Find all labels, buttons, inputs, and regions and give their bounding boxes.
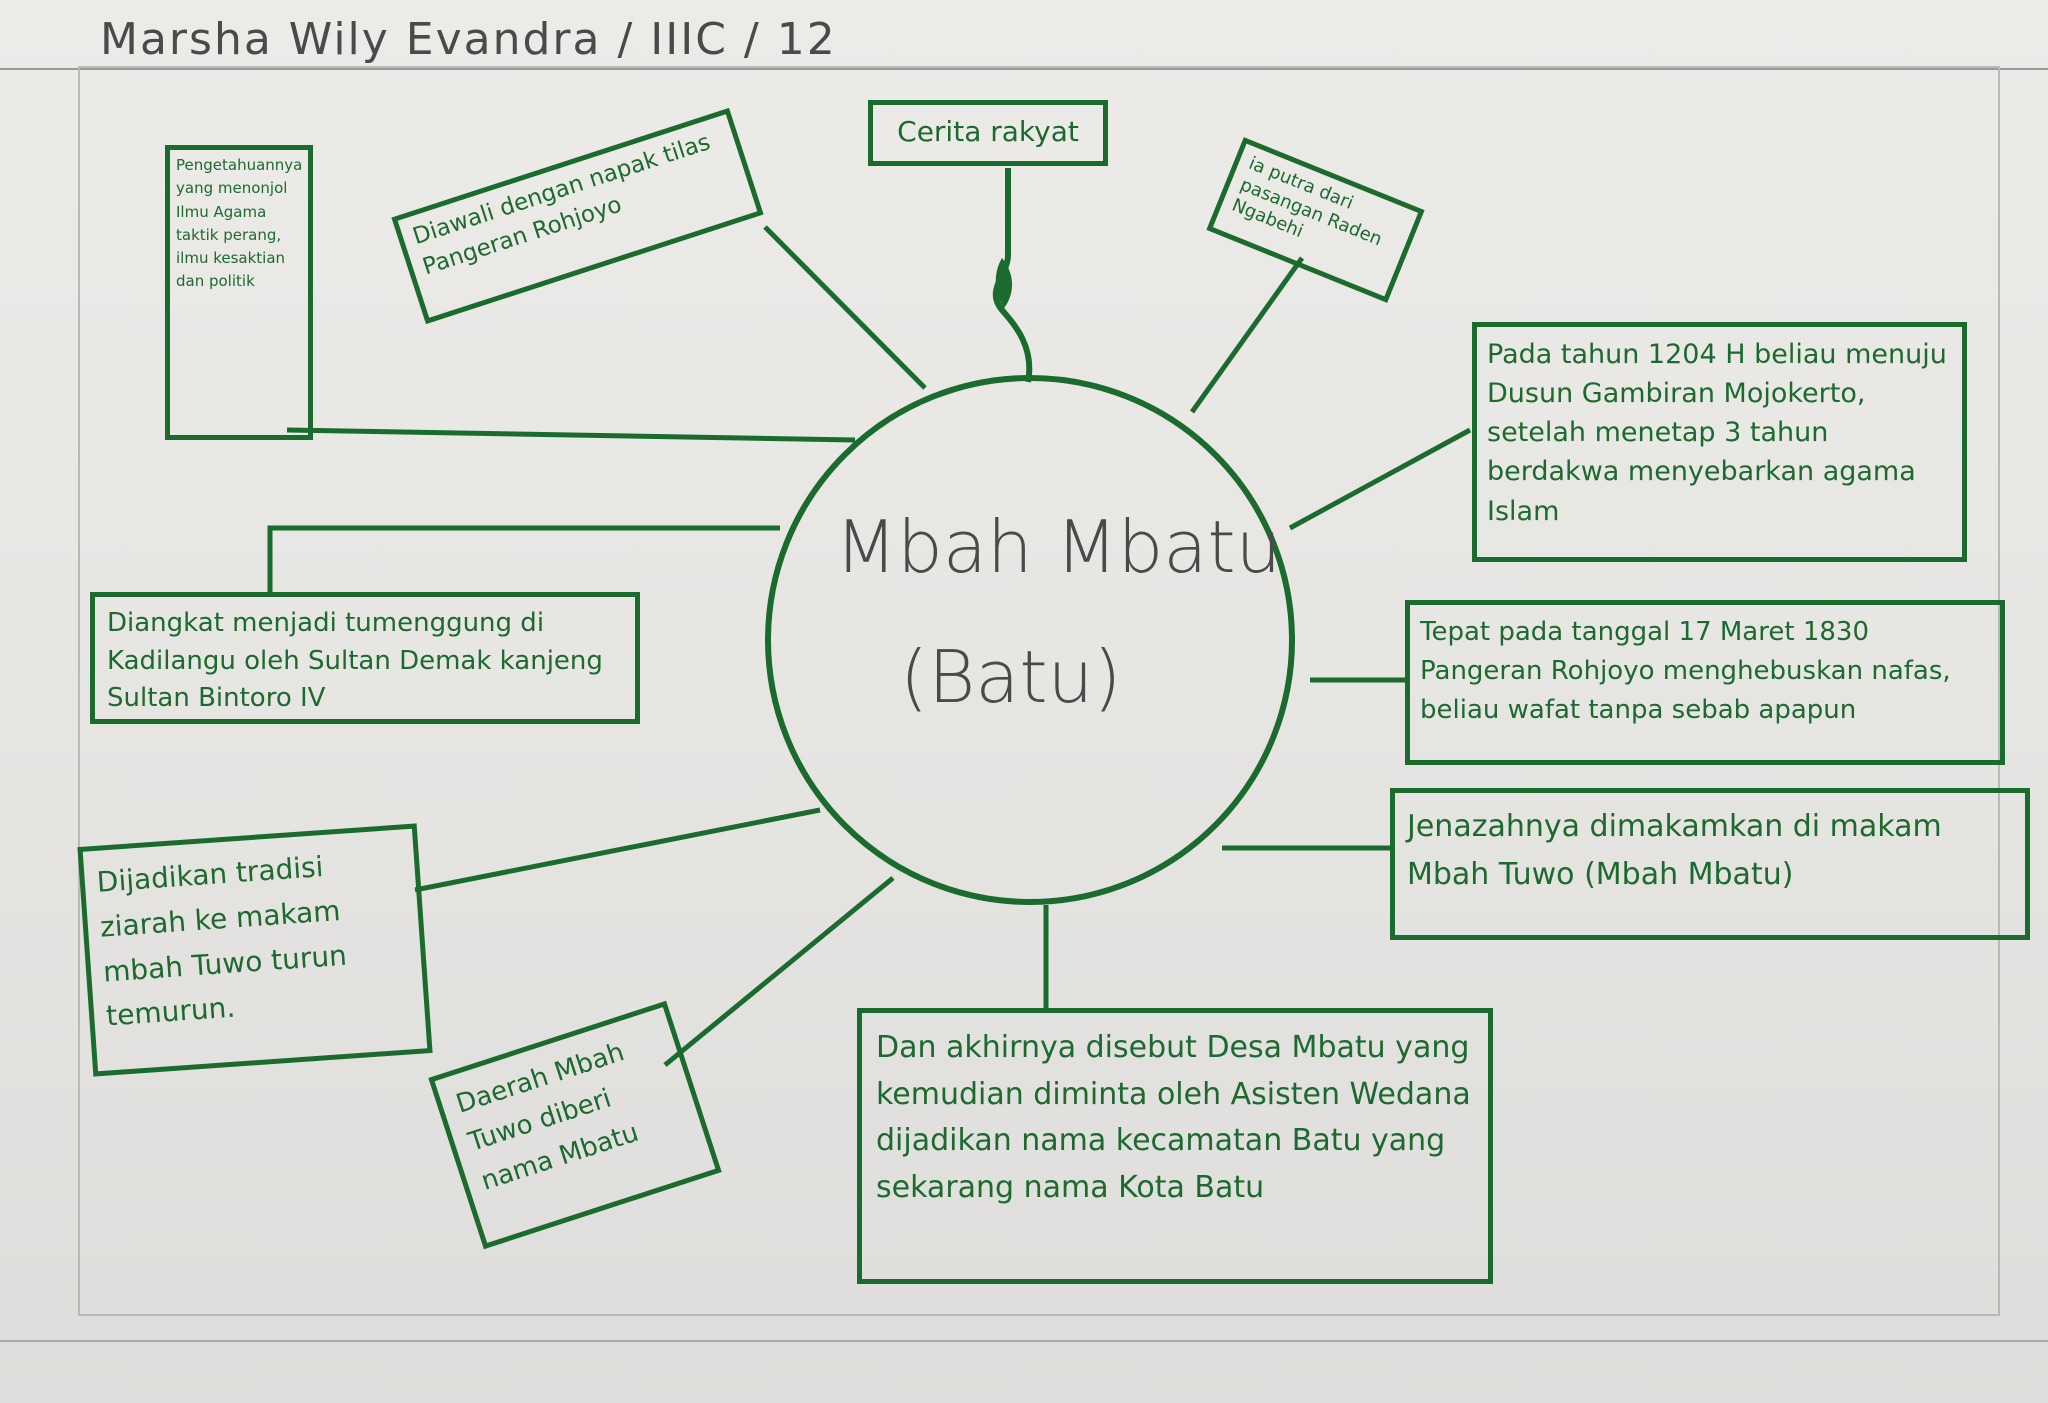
- connector-diangkat: [267, 525, 780, 592]
- bottom-rule: [0, 1340, 2048, 1342]
- connector-pengetahuan: [286, 427, 856, 443]
- author-name: Marsha Wily Evandra / IIIC / 12: [100, 14, 837, 65]
- node-dijadikan: Dijadikan tradisi ziarah ke makam mbah T…: [77, 823, 433, 1077]
- node-tepat: Tepat pada tanggal 17 Maret 1830 Pangera…: [1405, 600, 2005, 765]
- node-diangkat: Diangkat menjadi tumenggung di Kadilangu…: [90, 592, 640, 724]
- node-pengetahuan: Pengetahuannya yang menonjol Ilmu Agama …: [165, 145, 313, 440]
- node-cerita-rakyat: Cerita rakyat: [868, 100, 1108, 166]
- connector-diawali: [763, 225, 927, 390]
- center-title: Mbah Mbatu: [835, 505, 1282, 589]
- center-subtitle: (Batu): [900, 635, 1122, 719]
- node-jenazah: Jenazahnya dimakamkan di makam Mbah Tuwo…: [1390, 788, 2030, 940]
- header-rule: [0, 68, 2048, 70]
- node-tahun-1204: Pada tahun 1204 H beliau menuju Dusun Ga…: [1472, 322, 1967, 562]
- stem-leaf: [995, 258, 1013, 308]
- diagram-frame: [78, 66, 2000, 1316]
- node-akhirnya: Dan akhirnya disebut Desa Mbatu yang kem…: [857, 1008, 1493, 1284]
- connector-daerah: [663, 876, 895, 1067]
- connector-tahun: [1288, 427, 1472, 531]
- connector-dijadikan: [414, 807, 821, 893]
- connector-putra: [1189, 256, 1305, 414]
